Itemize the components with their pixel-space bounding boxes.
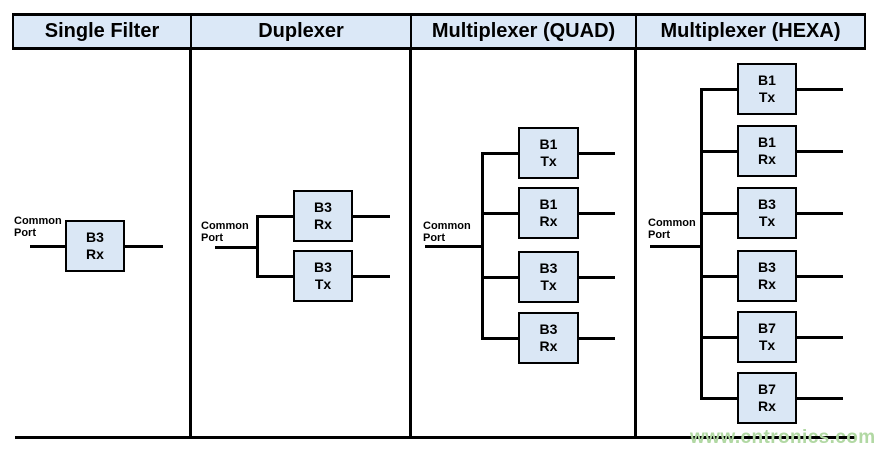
filter-block-b3-tx: B3 Tx [518, 251, 579, 303]
branch-line [481, 212, 518, 215]
branch-line [700, 212, 737, 215]
filter-path-label: Rx [758, 151, 776, 167]
branch-line [700, 150, 737, 153]
filter-block-b3-rx: B3 Rx [293, 190, 353, 242]
output-line [797, 397, 843, 400]
filter-band-label: B1 [758, 72, 776, 89]
common-port-label: Common Port [423, 220, 471, 245]
output-line [797, 212, 843, 215]
common-port-line [215, 246, 256, 249]
output-line [579, 276, 615, 279]
filter-band-label: B3 [758, 259, 776, 276]
filter-block-b3-rx: B3 Rx [65, 220, 125, 272]
output-line [579, 337, 615, 340]
bus-line [481, 152, 484, 339]
table-bottom-border [15, 436, 857, 439]
filter-path-label: Tx [758, 213, 776, 229]
output-line [579, 152, 615, 155]
filter-band-label: B3 [86, 229, 104, 246]
common-port-line [425, 245, 481, 248]
column-divider [634, 50, 637, 438]
filter-band-label: B3 [758, 196, 776, 213]
filter-block-b3-tx: B3 Tx [737, 187, 797, 239]
filter-block-b1-tx: B1 Tx [518, 127, 579, 179]
filter-block-b7-tx: B7 Tx [737, 311, 797, 363]
output-line [125, 245, 163, 248]
output-line [797, 336, 843, 339]
filter-block-b1-rx: B1 Rx [737, 125, 797, 177]
output-line [353, 275, 390, 278]
branch-line [256, 275, 293, 278]
filter-band-label: B3 [314, 259, 332, 276]
column-divider [189, 50, 192, 438]
branch-line [700, 397, 737, 400]
filter-path-label: Tx [540, 153, 557, 169]
header-multiplexer-hexa: Multiplexer (HEXA) [660, 20, 841, 42]
output-line [797, 275, 843, 278]
watermark-text: www.cntronics.com [690, 427, 876, 448]
common-port-line [650, 245, 700, 248]
filter-path-label: Rx [758, 276, 776, 292]
output-line [797, 88, 843, 91]
header-divider [190, 16, 192, 47]
filter-band-label: B1 [758, 134, 776, 151]
branch-line [700, 336, 737, 339]
branch-line [481, 152, 518, 155]
branch-line [481, 337, 518, 340]
filter-band-label: B1 [539, 136, 558, 153]
filter-band-label: B7 [758, 381, 776, 398]
filter-band-label: B3 [314, 199, 332, 216]
column-divider [409, 50, 412, 438]
filter-block-b3-tx: B3 Tx [293, 250, 353, 302]
filter-block-b3-rx: B3 Rx [518, 312, 579, 364]
filter-path-label: Rx [539, 213, 558, 229]
common-port-label: Common Port [648, 217, 696, 242]
branch-line [256, 215, 293, 218]
output-line [797, 150, 843, 153]
filter-block-b7-rx: B7 Rx [737, 372, 797, 424]
filter-band-label: B7 [758, 320, 776, 337]
branch-line [700, 275, 737, 278]
filter-block-b1-rx: B1 Rx [518, 187, 579, 239]
filter-band-label: B3 [539, 321, 558, 338]
output-line [579, 212, 615, 215]
filter-band-label: B1 [539, 196, 558, 213]
filter-path-label: Tx [314, 276, 332, 292]
filter-path-label: Rx [758, 398, 776, 414]
header-divider [410, 16, 412, 47]
table-header-row: Single Filter Duplexer Multiplexer (QUAD… [12, 13, 866, 50]
filter-block-b3-rx: B3 Rx [737, 250, 797, 302]
filter-path-label: Rx [539, 338, 558, 354]
output-line [353, 215, 390, 218]
filter-path-label: Rx [314, 216, 332, 232]
common-port-label: Common Port [14, 215, 62, 240]
filter-band-label: B3 [539, 260, 558, 277]
bus-line [700, 88, 703, 399]
header-divider [635, 16, 637, 47]
bus-line [256, 215, 259, 277]
filter-block-b1-tx: B1 Tx [737, 63, 797, 115]
branch-line [700, 88, 737, 91]
common-port-line [30, 245, 65, 248]
header-multiplexer-quad: Multiplexer (QUAD) [431, 20, 616, 42]
filter-path-label: Rx [86, 246, 104, 262]
header-duplexer: Duplexer [258, 20, 344, 42]
common-port-label: Common Port [201, 220, 249, 245]
filter-path-label: Tx [540, 277, 557, 293]
header-single-filter: Single Filter [44, 20, 160, 42]
filter-path-label: Tx [758, 337, 776, 353]
filter-path-label: Tx [758, 89, 776, 105]
branch-line [481, 276, 518, 279]
